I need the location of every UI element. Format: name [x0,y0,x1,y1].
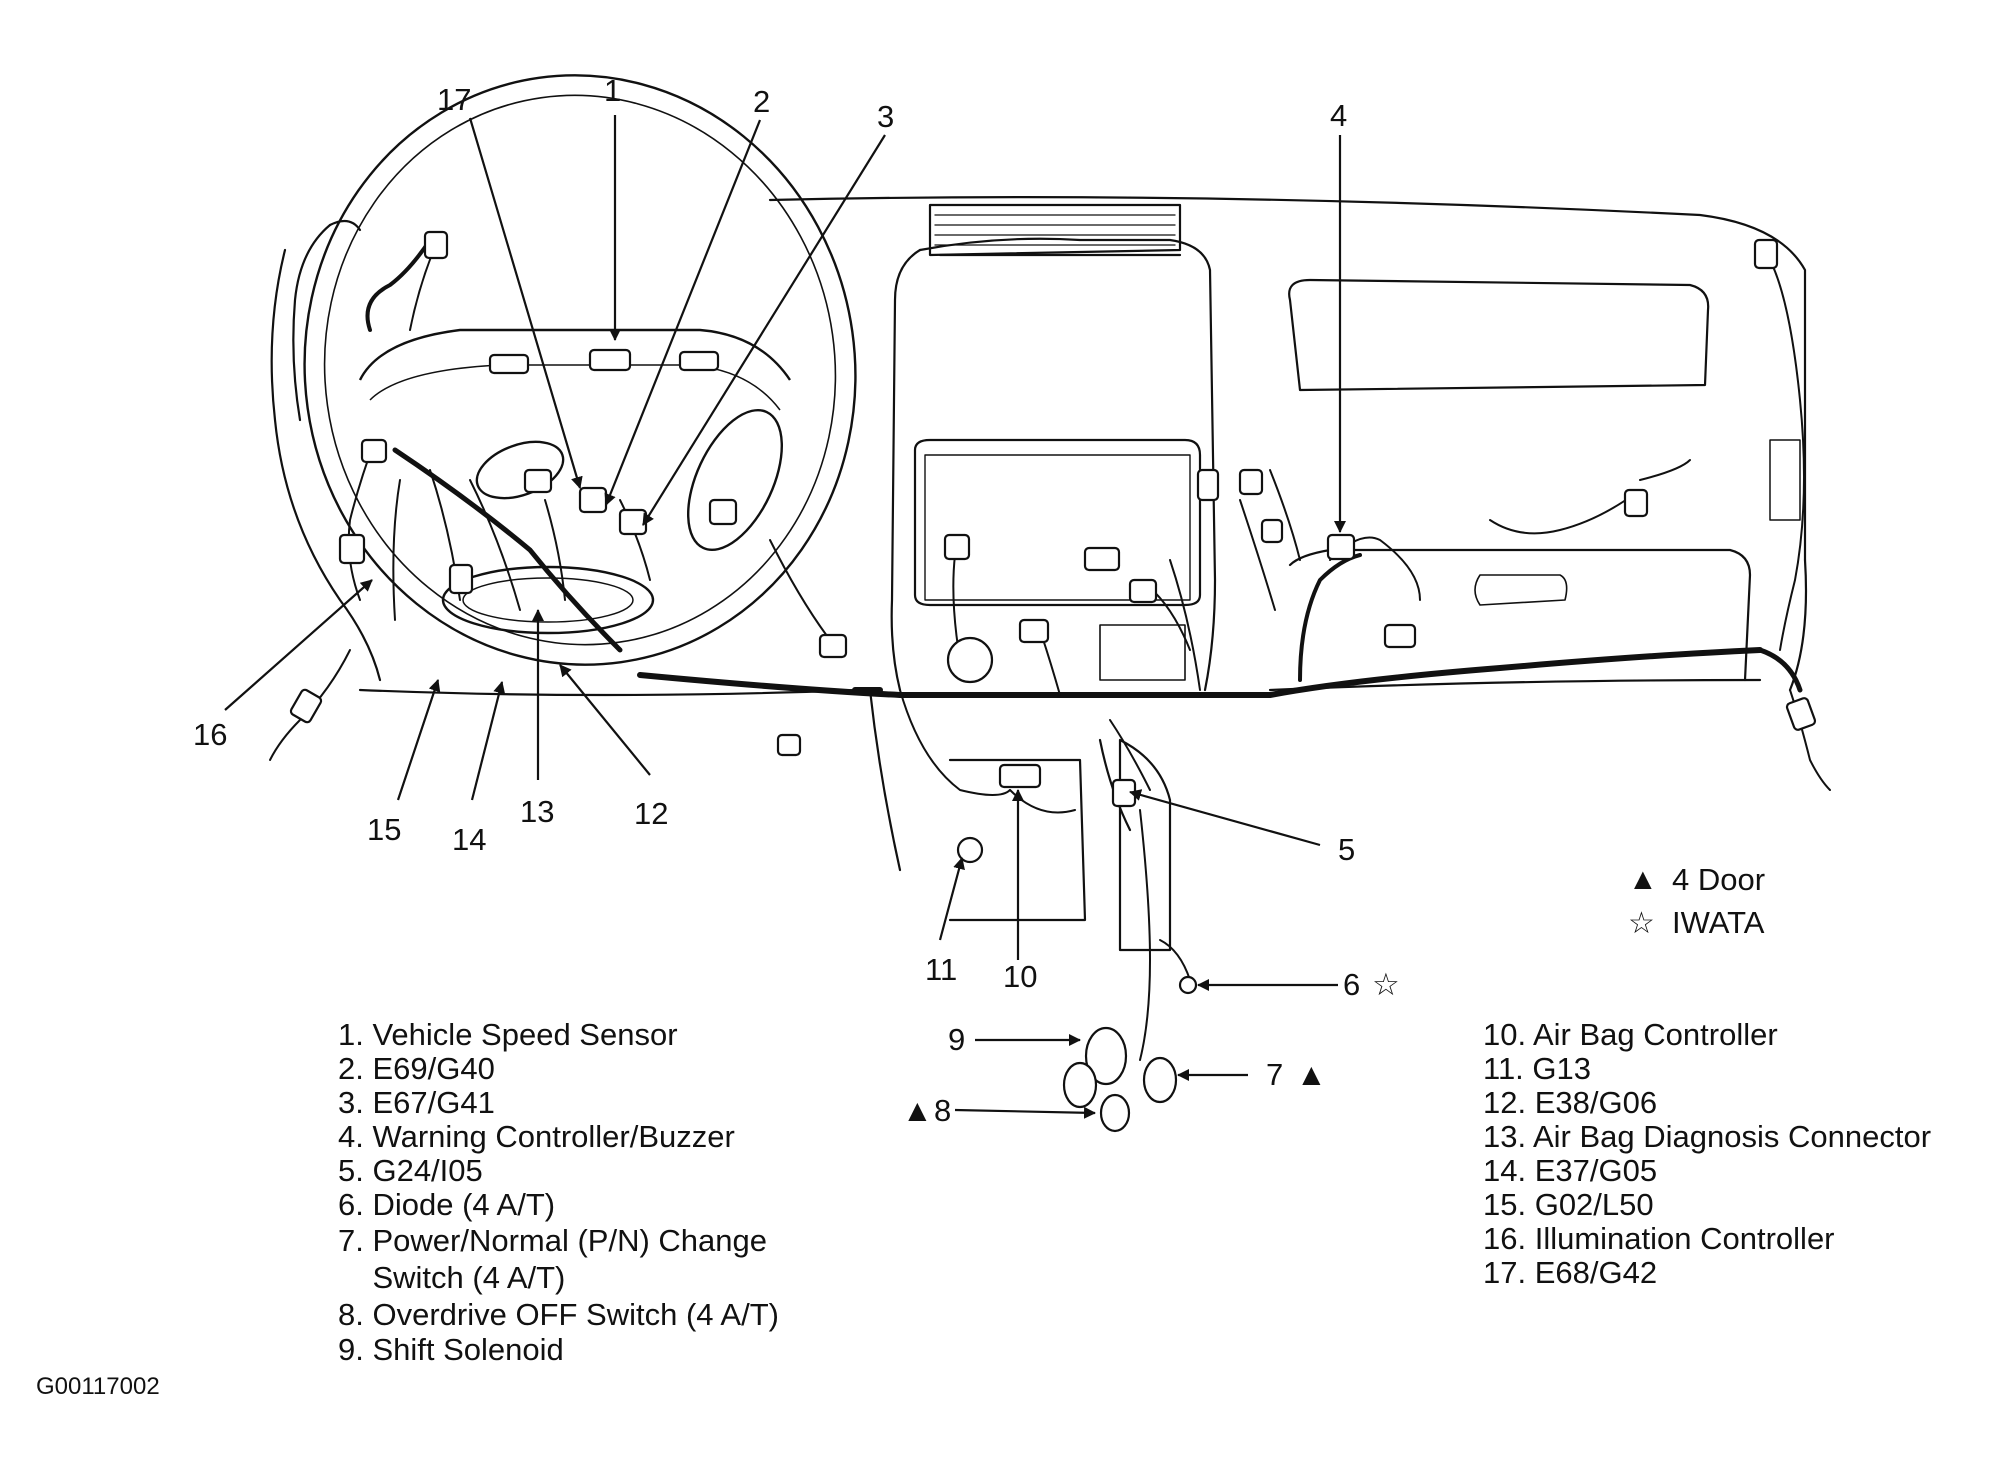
callout-3: 3 [877,99,894,134]
legend-item: 16. Illumination Controller [1483,1221,1835,1256]
legend-item: 6. Diode (4 A/T) [338,1187,556,1222]
legend-item: 3. E67/G41 [338,1085,495,1120]
key-4-door-label: 4 Door [1672,862,1766,897]
main-harness [365,238,1803,698]
callout-13: 13 [520,794,554,829]
callout-6: 6 [1343,967,1360,1002]
legend-item: 12. E38/G06 [1483,1085,1658,1120]
key-4-door: ▲ 4 Door [1628,862,1765,898]
legend-item: 17. E68/G42 [1483,1255,1658,1290]
legend-item: 14. E37/G05 [1483,1153,1658,1188]
callout-7: 7 [1266,1057,1283,1092]
legend-item: 1. Vehicle Speed Sensor [338,1017,678,1052]
legend-item: 15. G02/L50 [1483,1187,1654,1222]
callout-8: 8 [934,1093,951,1128]
callout-1: 1 [604,73,621,108]
figure-code: G00117002 [36,1373,160,1400]
callout-6-iwata-mark: ☆ [1372,967,1400,1002]
key-iwata: ☆ IWATA [1628,905,1764,941]
key-iwata-label: IWATA [1672,905,1765,940]
callout-8-4door-mark: ▲ [902,1093,933,1128]
callout-2: 2 [753,84,770,119]
legend-item: 2. E69/G40 [338,1051,495,1086]
callout-15: 15 [367,812,401,847]
legend-item: 5. G24/I05 [338,1153,483,1188]
legend-item: 4. Warning Controller/Buzzer [338,1119,735,1154]
callout-11: 11 [925,952,957,987]
callout-14: 14 [452,822,486,857]
callout-4: 4 [1330,98,1347,133]
callout-7-4door-mark: ▲ [1296,1057,1327,1092]
callout-5: 5 [1338,832,1355,867]
triangle-icon: ▲ [1628,863,1658,896]
legend-item: 7. Power/Normal (P/N) Change [338,1223,767,1258]
callout-16: 16 [193,717,227,752]
legend-item-continuation: Switch (4 A/T) [338,1260,566,1295]
callout-10: 10 [1003,959,1037,994]
dashboard-outline [270,196,1808,952]
steering-wheel [303,74,857,666]
legend-item: 9. Shift Solenoid [338,1332,564,1367]
thin-wires [269,234,1831,1061]
legend-item: 11. G13 [1483,1051,1592,1086]
callout-9: 9 [948,1022,965,1057]
component-legend-left: 1. Vehicle Speed Sensor 2. E69/G40 3. E6… [338,1018,898,1367]
star-icon: ☆ [1628,906,1655,940]
legend-item: 10. Air Bag Controller [1483,1017,1778,1052]
callout-numbers: 1 2 3 4 5 6 ☆ 7 ▲ ▲ 8 9 10 11 12 13 14 1… [193,73,1400,1128]
legend-item: 8. Overdrive OFF Switch (4 A/T) [338,1297,779,1332]
callout-17: 17 [437,82,471,117]
callout-12: 12 [634,796,668,831]
component-legend-right: 10. Air Bag Controller 11. G13 12. E38/G… [1483,1018,2003,1290]
legend-item: 13. Air Bag Diagnosis Connector [1483,1119,1932,1154]
callout-leaders [224,115,1346,1119]
